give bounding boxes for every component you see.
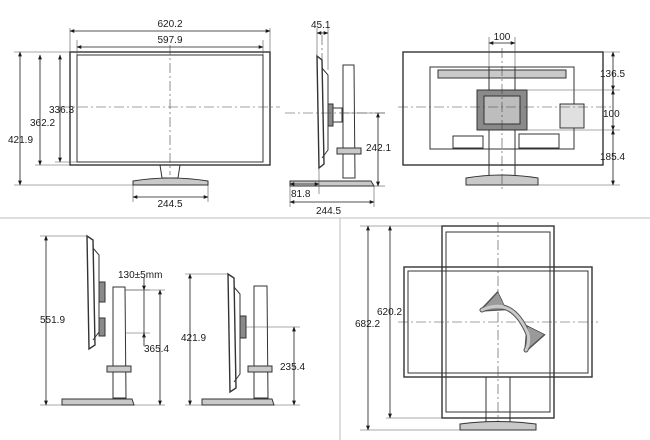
back-view	[398, 48, 612, 190]
front-panel-width: 597.9	[157, 35, 182, 46]
max-total-height: 551.9	[40, 315, 65, 326]
front-overall-width: 620.2	[157, 19, 182, 30]
side-panel	[316, 54, 325, 170]
portrait-total-height: 682.2	[355, 319, 380, 330]
max-side-stand	[112, 286, 127, 399]
min-side-stand	[253, 285, 269, 399]
side-height-to-mount: 242.1	[366, 143, 391, 154]
portrait-base	[459, 421, 537, 431]
back-vesa-to-bottom: 185.4	[600, 152, 625, 163]
back-dimensions: 100 136.5 100 185.4	[488, 32, 625, 186]
back-outer-frame	[402, 51, 604, 166]
side-min-height-view	[201, 272, 275, 406]
portrait-view	[398, 222, 598, 431]
side-base-front: 81.8	[291, 189, 311, 200]
front-base-width: 244.5	[157, 199, 182, 210]
side-dimensions: 45.1 242.1 81.8 244.5	[289, 20, 391, 217]
side-max-height-view	[61, 234, 135, 406]
side-stand-column	[342, 64, 356, 179]
side-min-height-dimensions: 421.9 235.4	[181, 273, 305, 406]
front-panel-height: 336.3	[49, 105, 74, 116]
max-side-base	[61, 398, 135, 406]
side-base	[289, 180, 375, 187]
min-mount-height: 235.4	[280, 362, 305, 373]
portrait-dimensions: 682.2 620.2	[355, 225, 460, 431]
max-mount-height: 365.4	[144, 344, 169, 355]
front-total-height: 421.9	[8, 135, 33, 146]
back-vesa-height: 100	[603, 109, 620, 120]
side-base-depth: 244.5	[316, 206, 341, 217]
side-mount	[327, 103, 334, 127]
front-dimensions: 620.2 597.9 421.9 362.2 336.3 244.5	[8, 19, 271, 210]
max-height-adjust: 130±5mm	[118, 270, 162, 281]
side-view	[285, 35, 385, 187]
min-side-base	[201, 398, 275, 406]
side-depth: 45.1	[311, 20, 331, 31]
front-view	[60, 45, 280, 186]
front-base	[132, 177, 209, 186]
portrait-panel-height: 620.2	[377, 307, 402, 318]
max-side-panel	[86, 234, 96, 351]
side-max-height-dimensions: 551.9 130±5mm 365.4	[40, 235, 169, 406]
back-top-to-vesa: 136.5	[600, 69, 625, 80]
min-total-height: 421.9	[181, 333, 206, 344]
back-vesa-width: 100	[494, 32, 511, 43]
min-side-panel	[227, 272, 237, 394]
front-frame-height: 362.2	[30, 118, 55, 129]
